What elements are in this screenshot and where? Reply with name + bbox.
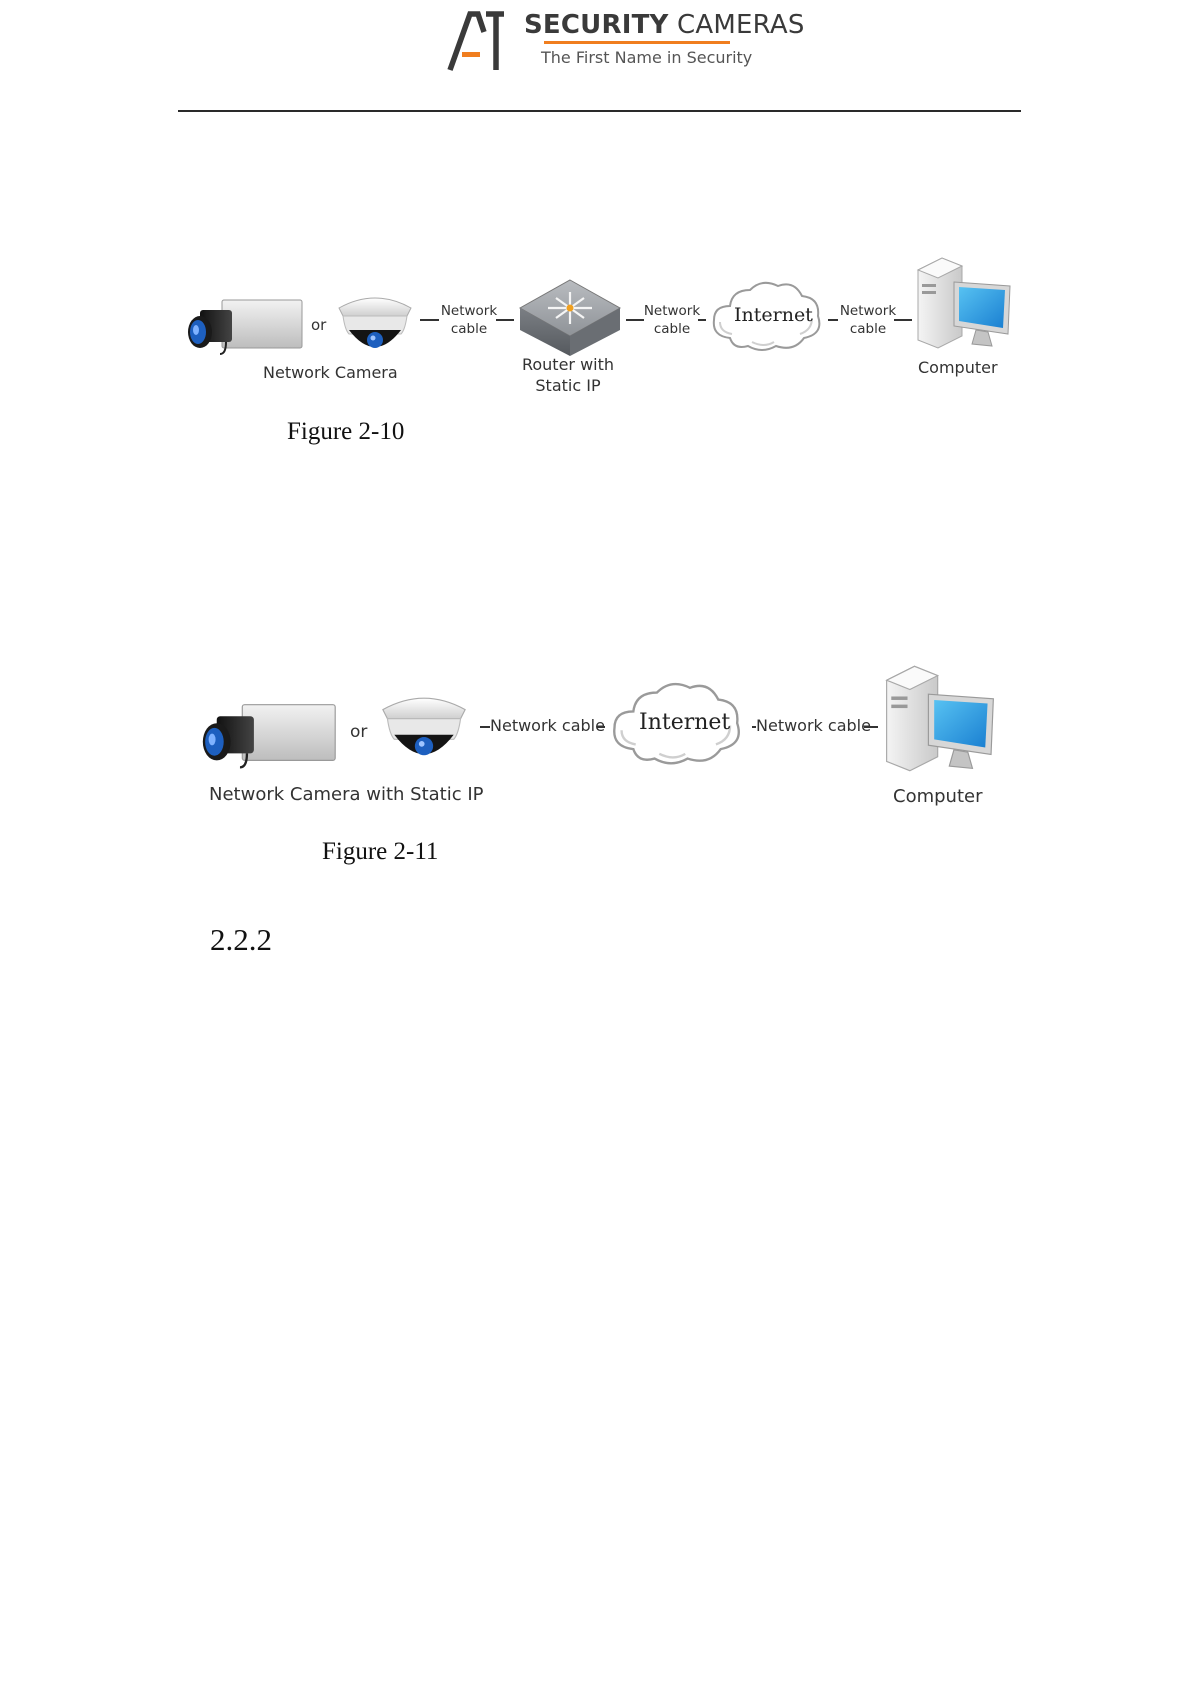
network-cable-label: Network cable [438, 302, 500, 338]
network-cable-label: Network cable [642, 302, 702, 338]
figure-2-10: or Network Camera Network cable [0, 0, 1191, 460]
network-cable-label: Network cable [756, 716, 871, 735]
network-cable-label: Network cable [490, 716, 605, 735]
network-camera-label: Network Camera with Static IP [209, 784, 484, 805]
camera-or-label: or [311, 316, 326, 334]
figure-caption: Figure 2-11 [322, 838, 438, 866]
computer-label: Computer [918, 357, 998, 378]
cable-line [420, 319, 439, 321]
figure-caption: Figure 2-10 [287, 418, 404, 446]
box-camera-icon [200, 700, 338, 772]
internet-label: Internet [639, 710, 730, 735]
figure-2-11: or Network Camera with Static IP Network… [0, 600, 1191, 900]
cable-line [864, 726, 878, 728]
internet-label: Internet [734, 304, 813, 326]
network-cable-label: Network cable [838, 302, 898, 338]
cable-line [828, 319, 838, 321]
router-label: Router with Static IP [518, 354, 618, 396]
computer-label: Computer [893, 786, 982, 807]
dome-camera-icon [376, 688, 472, 770]
cable-line [496, 319, 514, 321]
network-camera-label: Network Camera [263, 362, 398, 383]
router-icon [518, 278, 622, 360]
cable-line [597, 726, 605, 728]
cable-line [698, 319, 706, 321]
box-camera-icon [186, 296, 304, 358]
camera-or-label: or [350, 722, 367, 742]
section-number: 2.2.2 [210, 922, 272, 958]
computer-icon [914, 256, 1014, 356]
computer-icon [882, 664, 998, 780]
cable-line [480, 726, 490, 728]
cable-line [894, 319, 912, 321]
dome-camera-icon [333, 290, 417, 360]
